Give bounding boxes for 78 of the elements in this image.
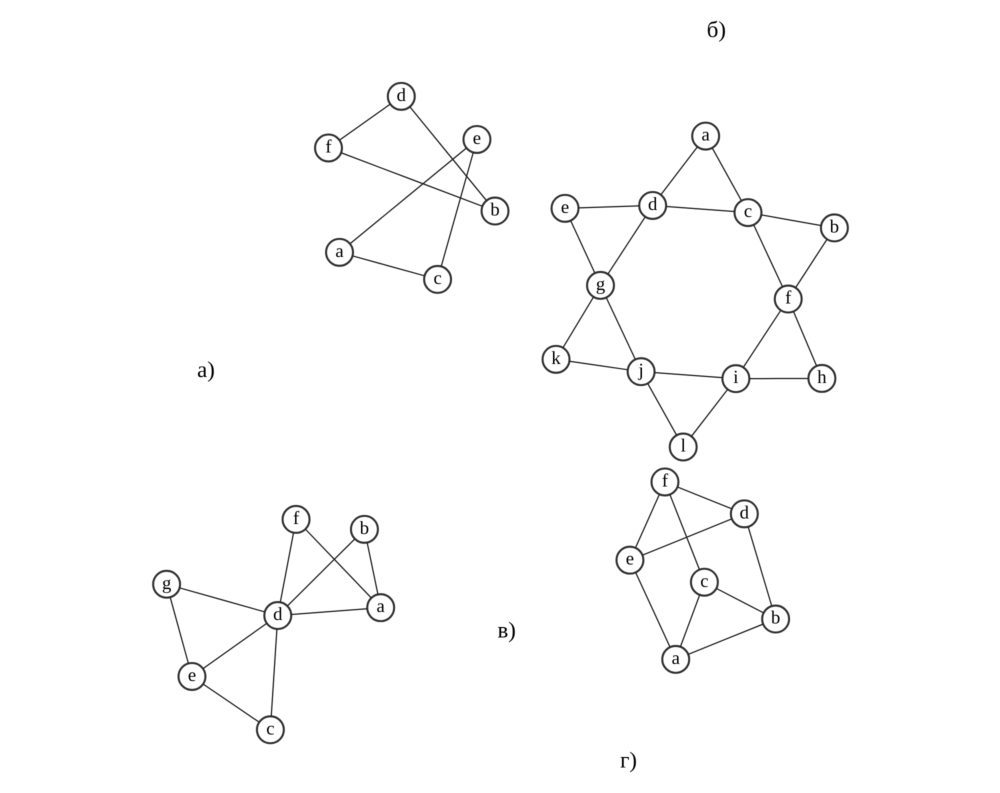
connector xyxy=(169,597,188,664)
node-circle: e xyxy=(176,662,206,691)
connector xyxy=(340,152,482,207)
node-circle: f xyxy=(281,504,310,534)
connector xyxy=(179,587,264,612)
connector xyxy=(688,624,763,655)
connector xyxy=(742,310,781,368)
node-circle: g xyxy=(152,570,181,599)
node-circle: i xyxy=(720,364,750,394)
connector xyxy=(202,623,266,669)
node-circle: k xyxy=(541,344,570,374)
connector xyxy=(279,532,294,602)
node-circle: b xyxy=(349,514,378,544)
node-circle: f xyxy=(314,133,342,162)
node-circle: e xyxy=(550,194,580,223)
connector xyxy=(654,372,722,378)
connector xyxy=(304,528,372,598)
node-circle: b xyxy=(760,604,790,634)
node-circle: g xyxy=(586,270,614,300)
connector xyxy=(606,216,646,274)
label: в) xyxy=(497,618,516,643)
node-circle: e xyxy=(462,124,491,154)
connector xyxy=(338,104,390,141)
node-circle: d xyxy=(386,82,416,111)
node-circle: d xyxy=(262,601,292,630)
node-circle: b xyxy=(480,196,510,226)
connector xyxy=(408,106,486,201)
connector xyxy=(634,494,660,548)
node-circle: a xyxy=(660,644,690,674)
node-circle: b xyxy=(819,213,848,242)
connector xyxy=(748,378,808,380)
node-circle: d xyxy=(638,190,667,220)
connector xyxy=(792,311,817,366)
connector xyxy=(568,360,628,370)
connector xyxy=(634,572,670,648)
connector xyxy=(578,205,638,208)
label: а) xyxy=(196,357,214,382)
connector xyxy=(562,296,594,348)
label: б) xyxy=(706,16,726,42)
connector xyxy=(366,542,378,595)
connector xyxy=(642,518,732,556)
node-circle: j xyxy=(626,357,656,386)
node-circle: d xyxy=(729,499,758,528)
node-circle: f xyxy=(650,467,679,496)
connector xyxy=(668,494,700,570)
connector xyxy=(270,629,278,716)
connector xyxy=(760,214,820,226)
connector xyxy=(666,206,734,212)
node-circle: c xyxy=(689,568,718,597)
node-circle: f xyxy=(773,284,802,314)
node-circle: a xyxy=(690,122,720,151)
connector xyxy=(352,255,424,276)
connector xyxy=(286,538,355,606)
connector xyxy=(349,148,466,244)
connector xyxy=(646,383,677,436)
node-circle: h xyxy=(806,364,836,393)
connector xyxy=(605,297,636,360)
label: г) xyxy=(620,748,637,773)
connector xyxy=(794,239,827,288)
node-circle: a xyxy=(366,593,395,622)
connector xyxy=(660,146,698,195)
node-circle: c xyxy=(422,264,452,294)
connector xyxy=(690,388,728,437)
connector xyxy=(747,526,772,606)
node-circle: l xyxy=(668,432,698,462)
connector xyxy=(716,588,764,614)
connector xyxy=(570,220,595,274)
node-circle: c xyxy=(733,198,762,228)
connector xyxy=(202,684,259,723)
connector xyxy=(440,152,474,266)
connector xyxy=(711,148,742,201)
connector xyxy=(290,608,367,616)
connector xyxy=(752,224,783,287)
connector xyxy=(679,594,700,647)
node-circle: e xyxy=(614,546,644,575)
node-circle: c xyxy=(255,715,284,744)
node-circle: a xyxy=(324,238,354,267)
connector xyxy=(677,486,732,510)
